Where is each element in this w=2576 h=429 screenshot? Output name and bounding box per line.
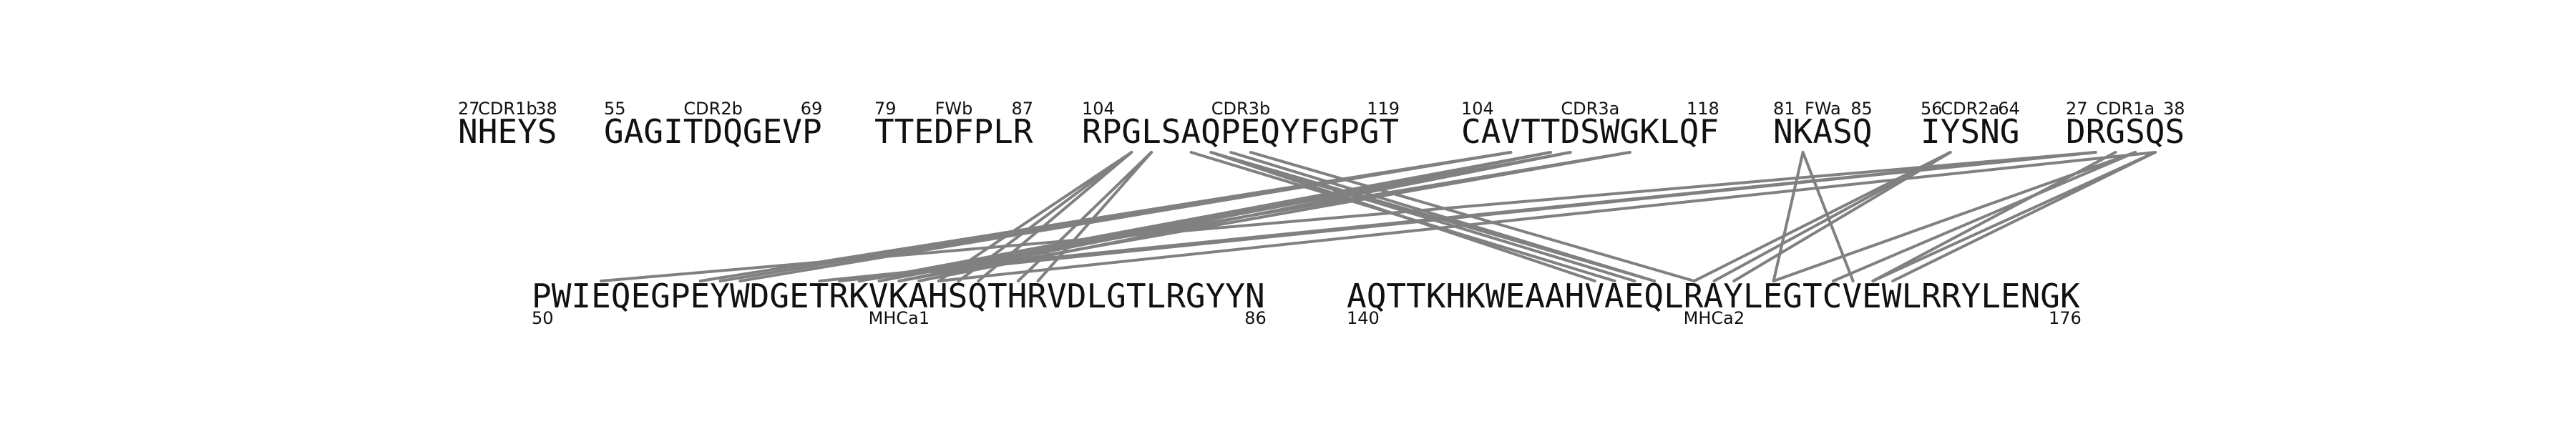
sequence-text: AQTTKHKWEAAHVAEQLRAYLEGTCVEWLRRYLENGK — [1347, 277, 2080, 315]
region-name: MHCa1 — [869, 308, 930, 328]
contact-link-6 — [1189, 151, 1616, 282]
contact-link-13 — [738, 151, 1513, 282]
contact-link-24 — [1732, 151, 1952, 282]
contact-link-32 — [1871, 151, 2157, 282]
end-position: 119 — [1367, 99, 1400, 119]
contact-link-28 — [838, 151, 2097, 282]
contact-link-33 — [1891, 151, 2157, 282]
region-name: CDR3a — [1561, 99, 1619, 119]
end-position: 86 — [1244, 308, 1267, 328]
sequence-text: PWIEQEGPEYWDGETRKVKAHSQTHRVDLGTLRGYYN — [532, 277, 1265, 315]
sequence-text: TTEDFPLR — [874, 112, 1033, 151]
start-position: 104 — [1082, 99, 1115, 119]
sequence-text: IYSNG — [1921, 112, 2019, 151]
region-name: FWb — [935, 99, 973, 119]
region-name: CDR2b — [683, 99, 742, 119]
end-position: 38 — [535, 99, 557, 119]
end-position: 176 — [2049, 308, 2082, 328]
contact-links — [600, 151, 2157, 282]
start-position: 27 — [2066, 99, 2088, 119]
region-name: CDR3b — [1211, 99, 1270, 119]
start-position: 50 — [532, 308, 554, 328]
end-position: 87 — [1011, 99, 1033, 119]
contact-link-30 — [1831, 151, 2137, 282]
end-position: 64 — [1998, 99, 2020, 119]
end-position: 38 — [2163, 99, 2185, 119]
region-name: MHCa2 — [1684, 308, 1745, 328]
contact-link-23 — [1692, 151, 1952, 282]
contact-link-21 — [1772, 151, 1805, 282]
contact-link-34 — [1871, 151, 2117, 282]
contact-link-10 — [1209, 151, 1657, 282]
sequence-text: GAGITDQGEVP — [604, 112, 822, 151]
start-position: 104 — [1461, 99, 1494, 119]
end-position: 118 — [1687, 99, 1719, 119]
start-position: 79 — [874, 99, 897, 119]
start-position: 56 — [1921, 99, 1943, 119]
sequence-text: NHEYS — [458, 112, 557, 151]
region-name: FWa — [1805, 99, 1841, 119]
contact-link-31 — [937, 151, 2157, 282]
start-position: 140 — [1347, 308, 1380, 328]
region-name: CDR1a — [2096, 99, 2155, 119]
region-name: CDR2a — [1941, 99, 1999, 119]
end-position: 85 — [1850, 99, 1873, 119]
end-position: 69 — [801, 99, 823, 119]
contact-link-22 — [1801, 151, 1855, 282]
contact-link-26 — [600, 151, 2097, 282]
sequence-text: CAVTTDSWGKLQF — [1461, 112, 1719, 151]
sequence-text: DRGSQS — [2066, 112, 2185, 151]
start-position: 55 — [604, 99, 626, 119]
sequence-text: NKASQ — [1773, 112, 1872, 151]
start-position: 81 — [1773, 99, 1795, 119]
bottom-segment-1: AQTTKHKWEAAHVAEQLRAYLEGTCVEWLRRYLENGK140… — [1347, 277, 2082, 328]
contact-link-25 — [1712, 151, 1952, 282]
region-name: CDR1b — [478, 99, 537, 119]
start-position: 27 — [458, 99, 480, 119]
sequence-text: RPGLSAQPEQYFGPGT — [1082, 112, 1399, 151]
